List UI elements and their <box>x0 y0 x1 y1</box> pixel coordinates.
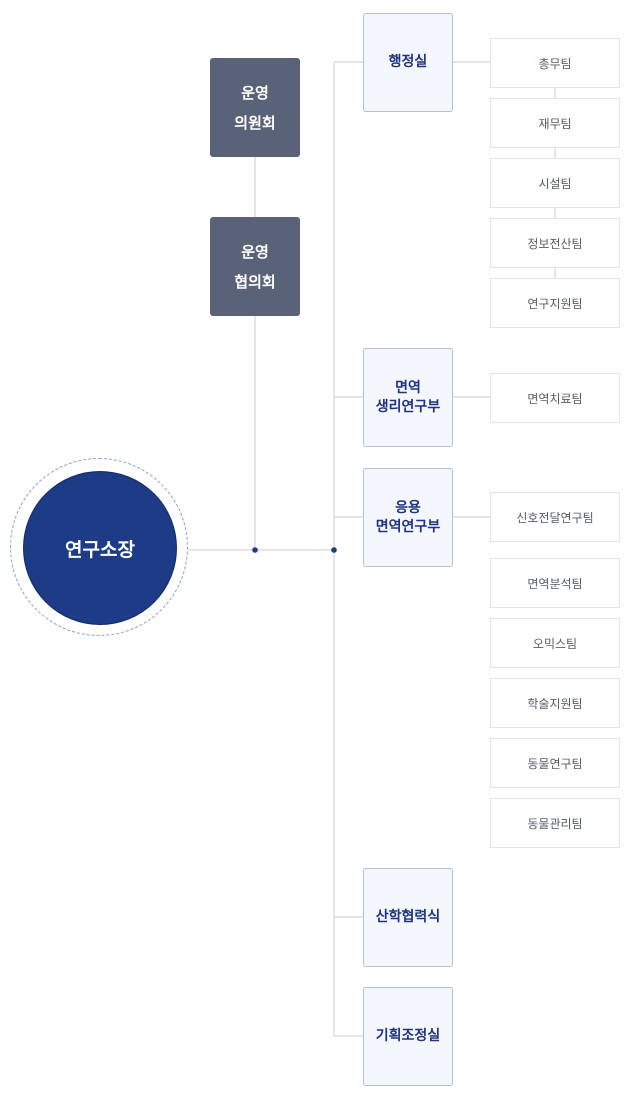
junction-dot <box>331 547 337 553</box>
dept-industry-cooperation[interactable]: 산학협력식 <box>363 868 453 967</box>
chief-node[interactable]: 연구소장 <box>23 471 177 625</box>
team-facilities[interactable]: 시설팀 <box>490 158 620 208</box>
team-it[interactable]: 정보전산팀 <box>490 218 620 268</box>
dept-applied-immunology[interactable]: 응용 면역연구부 <box>363 468 453 567</box>
team-academic-support[interactable]: 학술지원팀 <box>490 678 620 728</box>
council-operations-consultative[interactable]: 운영 협의회 <box>210 217 300 316</box>
council-operations-committee[interactable]: 운영 의원회 <box>210 58 300 157</box>
junction-dot <box>252 547 258 553</box>
team-omics[interactable]: 오믹스팀 <box>490 618 620 668</box>
team-animal-research[interactable]: 동물연구팀 <box>490 738 620 788</box>
dept-immunophysiology[interactable]: 면역 생리연구부 <box>363 348 453 447</box>
team-signal-transduction[interactable]: 신호전달연구팀 <box>490 492 620 542</box>
dept-planning-coordination[interactable]: 기획조정실 <box>363 987 453 1086</box>
team-immunotherapy[interactable]: 면역치료팀 <box>490 373 620 423</box>
team-finance[interactable]: 재무팀 <box>490 98 620 148</box>
team-research-support[interactable]: 연구지원팀 <box>490 278 620 328</box>
chief-ring <box>10 458 188 636</box>
team-general-affairs[interactable]: 총무팀 <box>490 38 620 88</box>
team-animal-management[interactable]: 동물관리팀 <box>490 798 620 848</box>
team-immune-analysis[interactable]: 면역분석팀 <box>490 558 620 608</box>
dept-administration[interactable]: 행정실 <box>363 13 453 112</box>
